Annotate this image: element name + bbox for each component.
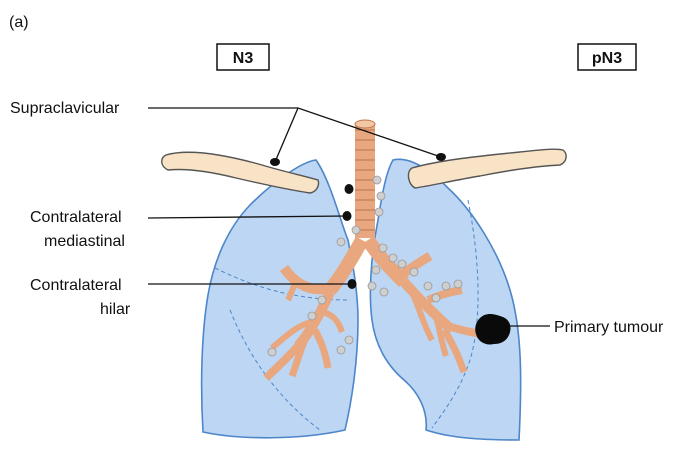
- label-contralateral-mediastinal-line1: Contralateral: [30, 209, 122, 226]
- stage-box-n3: N3: [217, 44, 269, 70]
- label-contralateral-hilar-line2: hilar: [100, 301, 131, 318]
- panel-label: (a): [9, 14, 29, 31]
- right-lung: [202, 160, 358, 438]
- left-clavicle: [408, 149, 566, 188]
- lymph-node: [424, 282, 432, 290]
- lymph-node: [368, 282, 376, 290]
- lymph-node: [454, 280, 462, 288]
- lymph-node: [337, 346, 345, 354]
- lymph-node: [377, 192, 385, 200]
- label-supraclavicular: Supraclavicular: [10, 100, 120, 117]
- lymph-node: [373, 176, 381, 184]
- lymph-node: [432, 294, 440, 302]
- lymph-node: [410, 268, 418, 276]
- primary-tumour-mass: [475, 314, 510, 345]
- lymph-node: [442, 282, 450, 290]
- label-contralateral-mediastinal-line2: mediastinal: [44, 233, 125, 250]
- mediastinal-node-upper: [345, 184, 354, 194]
- lymph-node: [337, 238, 345, 246]
- lymph-node: [379, 244, 387, 252]
- stage-box-pn3: pN3: [578, 44, 636, 70]
- stage-n3-label: N3: [233, 50, 254, 67]
- lymph-node: [345, 336, 353, 344]
- stage-pn3-label: pN3: [592, 50, 622, 67]
- leader-supraclavicular-right: [275, 108, 298, 162]
- lymph-node: [318, 296, 326, 304]
- lymph-node: [375, 208, 383, 216]
- lymph-node: [398, 260, 406, 268]
- label-contralateral-hilar-line1: Contralateral: [30, 277, 122, 294]
- lymph-node: [352, 226, 360, 234]
- label-primary-tumour: Primary tumour: [554, 319, 664, 336]
- lymph-node: [308, 312, 316, 320]
- lymph-node: [372, 266, 380, 274]
- lymph-node: [389, 254, 397, 262]
- left-lung: [370, 159, 520, 440]
- lymph-node: [380, 288, 388, 296]
- lymph-node: [268, 348, 276, 356]
